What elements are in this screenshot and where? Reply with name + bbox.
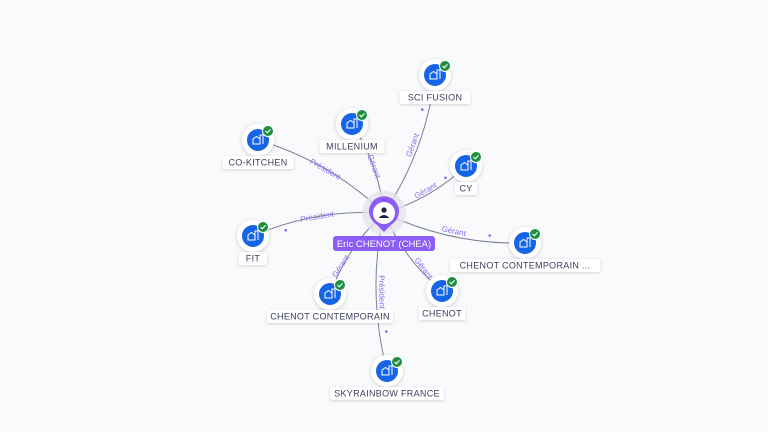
verified-check-icon (446, 276, 458, 288)
company-name: CO-KITCHEN (229, 158, 288, 168)
verified-check-icon (529, 228, 541, 240)
center-label: Eric CHENOT (CHEA) (337, 239, 431, 250)
node-label-box (330, 387, 444, 400)
verified-check-icon (356, 109, 368, 121)
company-name: SKYRAINBOW FRANCE (334, 389, 440, 399)
center-person-node[interactable]: Eric CHENOT (CHEA) (333, 191, 435, 251)
edge-role-label: Président (377, 275, 387, 310)
edge-role-label: Président (300, 209, 336, 224)
company-node[interactable]: CHENOT (418, 275, 466, 320)
verified-check-icon (334, 279, 346, 291)
company-name: CHENOT CONTEMPORAIN ... (460, 261, 591, 271)
company-name: CHENOT (422, 309, 462, 319)
verified-check-icon (470, 151, 482, 163)
node-label-box (238, 252, 268, 265)
center-pin-inner (373, 202, 395, 224)
node-label-box (319, 140, 385, 153)
edge-arrow (488, 234, 492, 237)
company-node[interactable]: MILLENIUM (319, 108, 385, 153)
edge-arrow (420, 108, 424, 111)
person-icon (378, 207, 390, 218)
edge-arrow (444, 176, 447, 180)
company-node[interactable]: CHENOT CONTEMPORAIN ... (449, 227, 601, 272)
edge-role-label: Gérant (366, 153, 383, 180)
building-icon (460, 160, 472, 171)
edge-arrow (284, 228, 288, 232)
building-icon (324, 288, 336, 299)
company-node[interactable]: CO-KITCHEN (222, 124, 294, 169)
verified-check-icon (391, 356, 403, 368)
edge-role-label: Président (308, 157, 342, 182)
verified-check-icon (439, 60, 451, 72)
company-name: SCI FUSION (408, 93, 463, 103)
company-name: MILLENIUM (326, 142, 378, 152)
company-node[interactable]: CHENOT CONTEMPORAIN (267, 278, 393, 323)
building-icon (519, 237, 531, 248)
edge-role-label: Gérant (413, 256, 435, 282)
company-name: FIT (246, 254, 261, 264)
building-icon (346, 118, 358, 129)
company-node[interactable]: SCI FUSION (399, 59, 471, 104)
center-label-box (333, 236, 435, 251)
edge-role-label: Gérant (330, 253, 351, 279)
node-label-box (454, 182, 478, 195)
edge-arrow (384, 330, 388, 333)
company-node[interactable]: FIT (237, 220, 269, 265)
building-icon (436, 285, 448, 296)
building-icon (429, 69, 441, 80)
company-name: CHENOT CONTEMPORAIN (270, 312, 390, 322)
edge-role-label: Gérant (441, 224, 468, 238)
company-node[interactable]: CY (450, 150, 482, 195)
node-label-box (399, 91, 471, 104)
building-icon (252, 134, 264, 145)
company-node[interactable]: SKYRAINBOW FRANCE (330, 355, 444, 400)
building-icon (247, 230, 259, 241)
node-label-box (449, 259, 601, 272)
verified-check-icon (257, 221, 269, 233)
company-name: CY (459, 184, 472, 194)
building-icon (381, 365, 393, 376)
node-label-box (418, 307, 466, 320)
node-label-box (267, 310, 393, 323)
node-label-box (222, 156, 294, 169)
verified-check-icon (262, 125, 274, 137)
